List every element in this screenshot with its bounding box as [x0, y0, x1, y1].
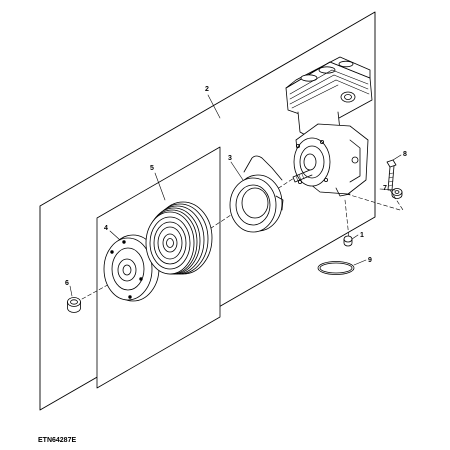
callout-7: 7 — [383, 185, 387, 192]
part-4-hub-plate — [103, 234, 160, 302]
part-1-plug — [343, 235, 353, 247]
callout-5: 5 — [150, 165, 154, 172]
callout-6: 6 — [65, 280, 69, 287]
figure-id-label: ETN64287E — [38, 437, 76, 444]
part-8-bolt — [386, 159, 397, 191]
leader-lines — [69, 94, 402, 297]
part-5-pulley — [145, 201, 213, 275]
callout-8: 8 — [403, 151, 407, 158]
part-3-clutch-coil — [229, 155, 284, 233]
callout-2: 2 — [205, 86, 209, 93]
callout-9: 9 — [368, 257, 372, 264]
part-6-cap — [67, 297, 81, 313]
part-2-compressor — [285, 56, 373, 197]
callout-3: 3 — [228, 155, 232, 162]
part-9-o-ring — [317, 261, 355, 275]
callout-4: 4 — [104, 225, 108, 232]
callout-1: 1 — [360, 232, 364, 239]
